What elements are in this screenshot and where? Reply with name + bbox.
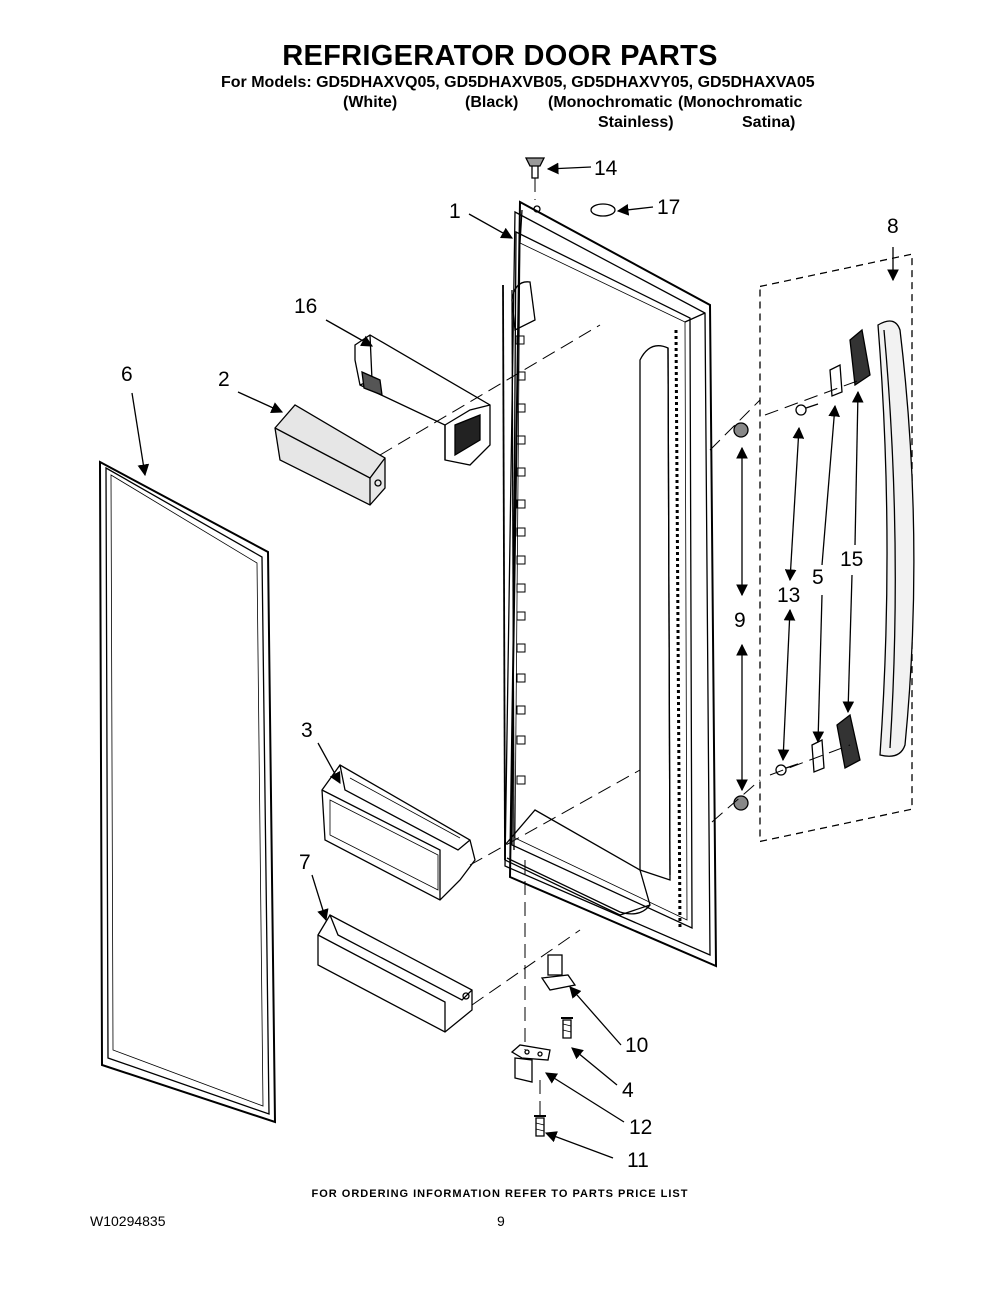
hinge-screw-upper bbox=[561, 1017, 573, 1039]
label-part-10: 10 bbox=[625, 1034, 648, 1057]
hinge-plug bbox=[524, 157, 546, 179]
ordering-note: FOR ORDERING INFORMATION REFER TO PARTS … bbox=[311, 1188, 689, 1200]
label-part-11: 11 bbox=[627, 1149, 649, 1172]
label-part-7: 7 bbox=[299, 851, 311, 874]
double-arrows bbox=[736, 426, 805, 792]
callout-arrows bbox=[131, 162, 899, 1159]
liner-slots bbox=[515, 335, 526, 785]
leader-lines bbox=[379, 178, 861, 1115]
handle-end-caps bbox=[836, 328, 871, 769]
variant-white: (White) bbox=[343, 94, 398, 111]
door-bin bbox=[321, 764, 476, 901]
page-number: 9 bbox=[497, 1213, 505, 1229]
variant-mono-stainless-2: Stainless) bbox=[598, 114, 674, 131]
label-part-14: 14 bbox=[594, 157, 618, 180]
label-part-3: 3 bbox=[301, 719, 313, 742]
variant-black: (Black) bbox=[465, 94, 519, 111]
page-title: REFRIGERATOR DOOR PARTS bbox=[282, 40, 718, 72]
label-part-13: 13 bbox=[777, 584, 800, 607]
hinge-screw-lower bbox=[534, 1115, 546, 1137]
document-number: W10294835 bbox=[90, 1213, 166, 1229]
variant-mono-stainless-1: (Monochromatic bbox=[548, 94, 673, 111]
label-part-8: 8 bbox=[887, 215, 899, 238]
label-part-5: 5 bbox=[812, 566, 824, 589]
label-part-12: 12 bbox=[629, 1116, 652, 1139]
label-part-16: 16 bbox=[294, 295, 317, 318]
label-part-2: 2 bbox=[218, 368, 230, 391]
label-part-4: 4 bbox=[622, 1079, 634, 1102]
bottom-hinge bbox=[510, 1044, 551, 1083]
label-part-17: 17 bbox=[657, 196, 680, 219]
variant-mono-satina-1: (Monochromatic bbox=[678, 94, 803, 111]
models-line: For Models: GD5DHAXVQ05, GD5DHAXVB05, GD… bbox=[221, 74, 815, 91]
dairy-bin-housing bbox=[354, 334, 491, 466]
hinge-washer bbox=[590, 203, 616, 217]
door-handle bbox=[759, 253, 915, 843]
door-liner bbox=[502, 200, 718, 968]
label-part-1: 1 bbox=[449, 200, 461, 223]
label-part-15: 15 bbox=[840, 548, 863, 571]
label-part-9: 9 bbox=[734, 609, 746, 632]
label-part-6: 6 bbox=[121, 363, 133, 386]
dairy-door bbox=[274, 404, 386, 506]
bracket-arrows bbox=[812, 390, 864, 744]
handle-screws bbox=[775, 403, 819, 776]
hinge-pin bbox=[540, 954, 577, 991]
hole-plugs bbox=[733, 422, 749, 811]
gasket-beading bbox=[674, 329, 682, 931]
variant-mono-satina-2: Satina) bbox=[742, 114, 796, 131]
bottom-door-shelf bbox=[317, 914, 473, 1033]
door-gasket bbox=[98, 460, 277, 1124]
